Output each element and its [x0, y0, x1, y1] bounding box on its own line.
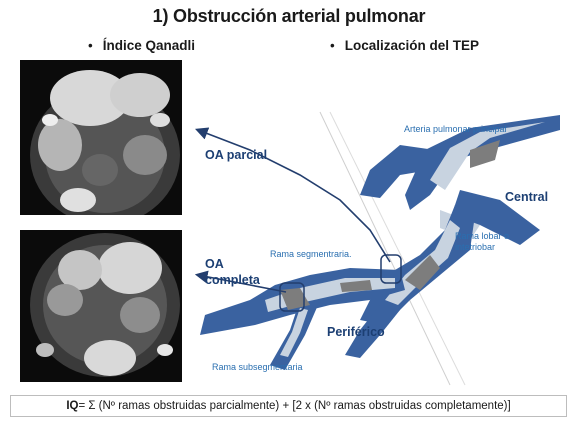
- thrombus-lobar: [405, 255, 440, 290]
- label-oa-completa-line1: OA: [205, 257, 224, 271]
- label-central: Central: [505, 190, 549, 204]
- formula-text: = Σ (Nº ramas obstruidas parcialmente) +…: [78, 400, 511, 412]
- complete-occlusion-marker: [279, 282, 305, 312]
- main-artery-shape: [405, 115, 560, 210]
- thrombus-main: [470, 140, 500, 168]
- label-arteria-principal: Arteria pulmonar principal: [404, 124, 507, 134]
- upper-branch: [360, 145, 435, 198]
- partial-occlusion-marker: [380, 254, 402, 284]
- thrombus-segmental: [340, 280, 372, 292]
- label-rama-segmentaria: Rama segmentraria.: [270, 249, 352, 259]
- lower-segment-branch: [345, 305, 400, 358]
- label-rama-lobar: Rama lobar o intetriobar: [455, 231, 509, 253]
- arrow-complete: [194, 270, 287, 293]
- ct-image-partial-occlusion: [20, 60, 182, 215]
- label-rama-lobar-line2: intetriobar: [455, 242, 496, 252]
- subhead-qanadli-label: Índice Qanadli: [102, 38, 196, 53]
- label-oa-completa-line2: completa: [205, 273, 260, 287]
- lower-central-branch: [450, 190, 540, 245]
- label-oa-completa: OA completa: [205, 256, 260, 288]
- divider-line: [319, 111, 451, 386]
- subhead-localizacion: • Localización del TEP: [330, 38, 479, 53]
- ct-image-complete-occlusion: [20, 230, 182, 382]
- label-rama-lobar-line1: Rama lobar o: [455, 231, 510, 241]
- main-artery-lumen: [430, 122, 545, 190]
- formula-prefix: IQ: [66, 400, 79, 412]
- subhead-localizacion-label: Localización del TEP: [344, 38, 480, 53]
- subhead-qanadli: • Índice Qanadli: [88, 38, 195, 53]
- subsegmental-lumen: [280, 308, 308, 357]
- divider-line: [329, 111, 466, 386]
- bullet-marker: •: [88, 38, 93, 53]
- label-rama-subsegmentaria: Rama subsegmentaria: [212, 362, 303, 372]
- thrombus-subsegmental: [280, 288, 310, 310]
- qanadli-formula: IQ= Σ (Nº ramas obstruidas parcialmente)…: [10, 395, 567, 417]
- page-title: 1) Obstrucción arterial pulmonar: [152, 6, 426, 26]
- bullet-marker: •: [330, 38, 335, 53]
- label-oa-parcial: OA parcial: [205, 148, 268, 162]
- label-periferico: Periférico: [327, 325, 385, 339]
- arrow-partial: [195, 127, 391, 263]
